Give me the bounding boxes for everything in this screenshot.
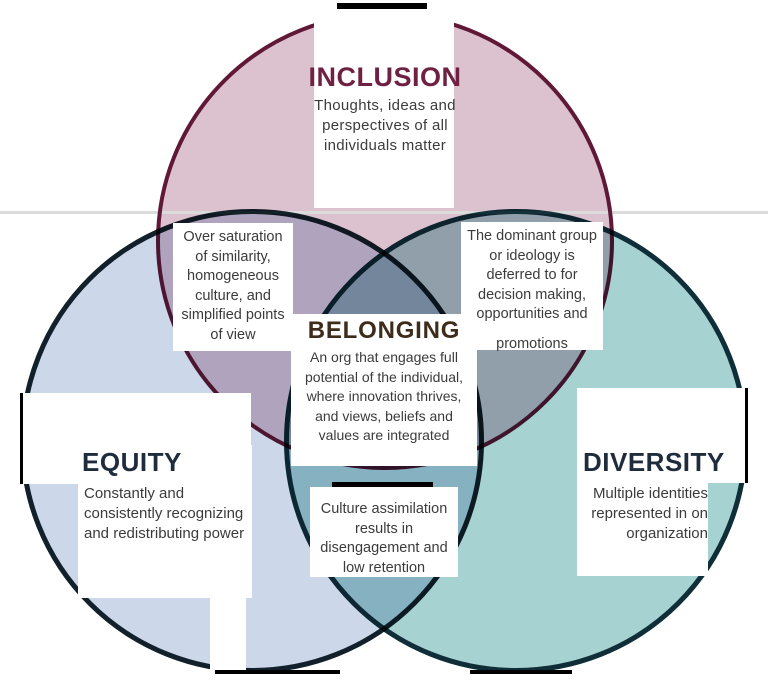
inclusion-description: Thoughts, ideas and perspectives of all … — [304, 96, 466, 156]
bottom-right-border-bar — [470, 670, 572, 674]
inclusion-equity-overlap-text: Over saturation of similarity, homogeneo… — [181, 229, 285, 343]
equity-description: Constantly and consistently recognizing … — [84, 485, 245, 542]
equity-callout-box — [78, 445, 252, 598]
equity-title: EQUITY — [82, 447, 182, 477]
inclusion-line: individuals matter — [323, 137, 447, 154]
bottom-left-border-bar — [215, 670, 340, 674]
culture-box-top-border-bar — [332, 482, 433, 487]
equity-diversity-overlap-box — [310, 487, 458, 577]
equity-diversity-overlap-text: Culture assimilation results in disengag… — [320, 501, 448, 576]
inclusion-line: perspectives of all — [322, 117, 448, 134]
equity-white-notch — [210, 598, 246, 672]
inclusion-line: Thoughts, ideas and — [314, 97, 456, 114]
inclusion-title: INCLUSION — [308, 62, 462, 92]
inclusion-callout-box — [314, 10, 454, 208]
belonging-title: BELONGING — [307, 317, 461, 344]
inclusion-diversity-overlap-text: The dominant group or ideology is deferr… — [467, 228, 597, 352]
belonging-callout-box — [291, 314, 477, 466]
inclusion-equity-overlap-box — [173, 223, 293, 351]
belonging-description: An org that engages full potential of th… — [305, 349, 463, 443]
diversity-description: Multiple identities represented in on or… — [591, 485, 708, 542]
inclusion-diversity-overlap-box — [461, 222, 603, 350]
diversity-title: DIVERSITY — [583, 447, 725, 477]
diversity-callout-box — [577, 445, 708, 576]
top-border-bar — [337, 3, 427, 9]
